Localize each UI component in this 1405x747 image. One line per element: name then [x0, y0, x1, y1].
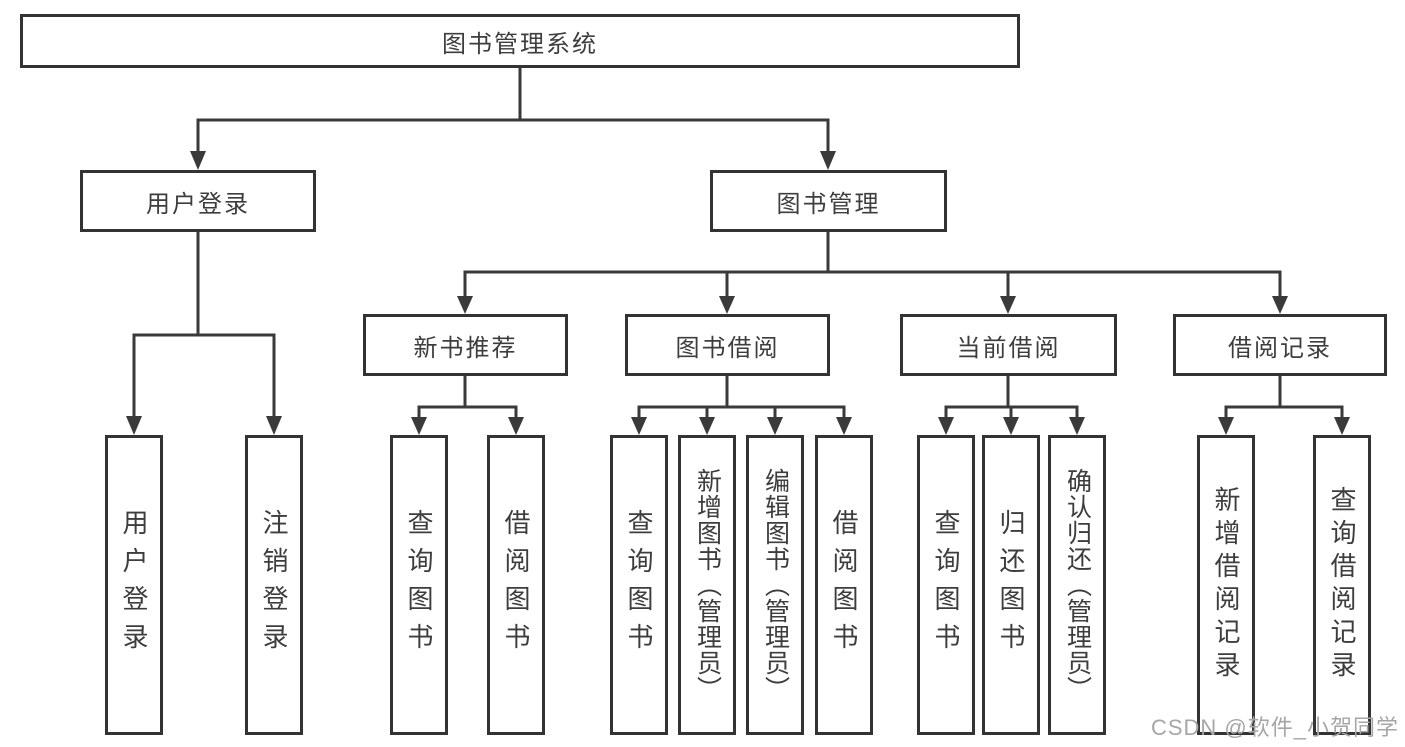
node-label: 归还图书 — [996, 509, 1026, 661]
leaf-query-books-borrow: 查询图书 — [610, 435, 668, 735]
node-label: 新增图书（管理员） — [693, 468, 722, 702]
leaf-query-borrow-record: 查询借阅记录 — [1313, 435, 1371, 735]
node-label: 借阅记录 — [1228, 334, 1332, 362]
node-label: 用户登录 — [119, 509, 149, 661]
node-user-login: 用户登录 — [80, 170, 316, 232]
node-label: 查询图书 — [624, 509, 654, 661]
node-label: 编辑图书（管理员） — [761, 468, 790, 702]
node-label: 新书推荐 — [413, 334, 518, 362]
node-label: 用户登录 — [146, 190, 250, 218]
leaf-borrow-books-recommend: 借阅图书 — [487, 435, 545, 735]
leaf-borrow-books: 借阅图书 — [815, 435, 873, 735]
leaf-add-borrow-record: 新增借阅记录 — [1197, 435, 1255, 735]
node-label: 借阅图书 — [501, 509, 531, 661]
leaf-confirm-return-admin: 确认归还（管理员） — [1048, 435, 1106, 735]
node-book-management-system: 图书管理系统 — [20, 14, 1020, 68]
node-label: 查询图书 — [404, 509, 434, 661]
leaf-add-books-admin: 新增图书（管理员） — [678, 435, 736, 735]
leaf-return-books: 归还图书 — [982, 435, 1040, 735]
node-current-borrowing: 当前借阅 — [900, 314, 1117, 376]
node-label: 新增借阅记录 — [1211, 486, 1241, 684]
node-new-book-recommend: 新书推荐 — [363, 314, 568, 376]
node-label: 图书管理 — [776, 190, 881, 218]
csdn-watermark: CSDN @软件_小贺同学 — [1150, 715, 1399, 740]
node-book-management: 图书管理 — [710, 170, 947, 232]
node-label: 当前借阅 — [956, 334, 1061, 362]
node-label: 注销登录 — [259, 509, 289, 661]
node-book-borrowing: 图书借阅 — [625, 314, 830, 376]
node-label: 查询借阅记录 — [1327, 486, 1357, 684]
node-borrowing-records: 借阅记录 — [1173, 314, 1387, 376]
node-label: 查询图书 — [931, 509, 961, 661]
node-label: 借阅图书 — [829, 509, 859, 661]
node-label: 确认归还（管理员） — [1063, 468, 1092, 702]
leaf-user-login: 用户登录 — [105, 435, 163, 735]
node-label: 图书借阅 — [675, 334, 780, 362]
leaf-logout: 注销登录 — [245, 435, 303, 735]
leaf-query-books-current: 查询图书 — [917, 435, 975, 735]
leaf-edit-books-admin: 编辑图书（管理员） — [746, 435, 804, 735]
node-label: 图书管理系统 — [442, 30, 598, 58]
leaf-query-books-recommend: 查询图书 — [390, 435, 448, 735]
